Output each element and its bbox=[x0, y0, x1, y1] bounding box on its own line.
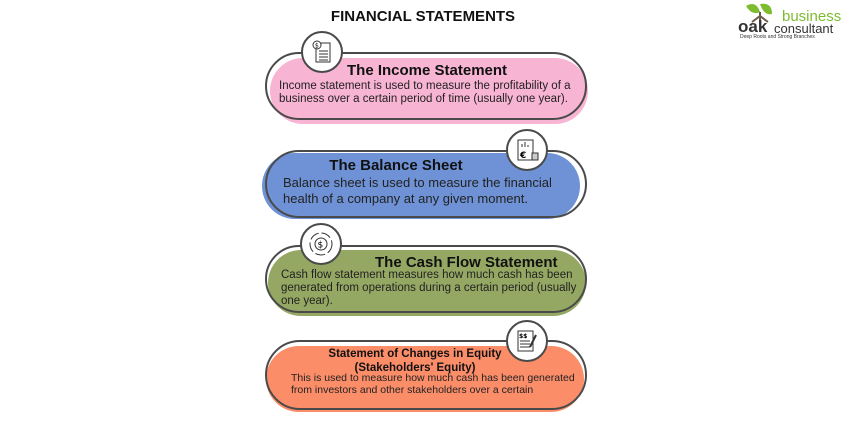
card-title: The Income Statement bbox=[347, 62, 508, 79]
card-income-statement: The Income Statement Income statement is… bbox=[265, 52, 588, 124]
page-title: FINANCIAL STATEMENTS bbox=[330, 8, 516, 25]
card-cash-flow-statement: The Cash Flow Statement Cash flow statem… bbox=[265, 245, 587, 316]
document-pen-icon: $$ bbox=[506, 320, 548, 362]
card-description: Balance sheet is used to measure the fin… bbox=[283, 175, 552, 206]
svg-text:$: $ bbox=[318, 241, 324, 251]
document-dollar-icon: $ bbox=[301, 31, 343, 73]
leaf-icon bbox=[746, 3, 772, 24]
svg-text:$$: $$ bbox=[519, 333, 527, 340]
card-title: The Cash Flow Statement bbox=[375, 254, 558, 271]
logo-mark: oak bbox=[738, 17, 768, 36]
logo-brand-top: business bbox=[782, 8, 842, 25]
card-title: Statement of Changes in Equity (Stakehol… bbox=[328, 348, 502, 374]
card-outline bbox=[265, 340, 587, 410]
logo: oak business consultant Deep Roots and S… bbox=[738, 2, 848, 42]
card-description: Cash flow statement measures how much ca… bbox=[281, 269, 577, 307]
card-outline bbox=[265, 52, 587, 120]
card-title: The Balance Sheet bbox=[329, 157, 463, 174]
logo-tagline: Deep Roots and Strong Branches bbox=[740, 34, 815, 40]
logo-brand-bottom: consultant bbox=[774, 21, 834, 36]
card-balance-sheet: The Balance Sheet Balance sheet is used … bbox=[262, 150, 587, 219]
card-description: Income statement is used to measure the … bbox=[279, 80, 571, 105]
card-outline bbox=[265, 150, 587, 218]
euro-report-icon: € bbox=[506, 129, 548, 171]
svg-text:€: € bbox=[519, 151, 526, 161]
svg-text:$: $ bbox=[315, 43, 319, 50]
cash-cycle-icon: $ bbox=[300, 223, 342, 265]
card-outline bbox=[265, 245, 587, 313]
card-description: This is used to measure how much cash ha… bbox=[291, 372, 575, 396]
